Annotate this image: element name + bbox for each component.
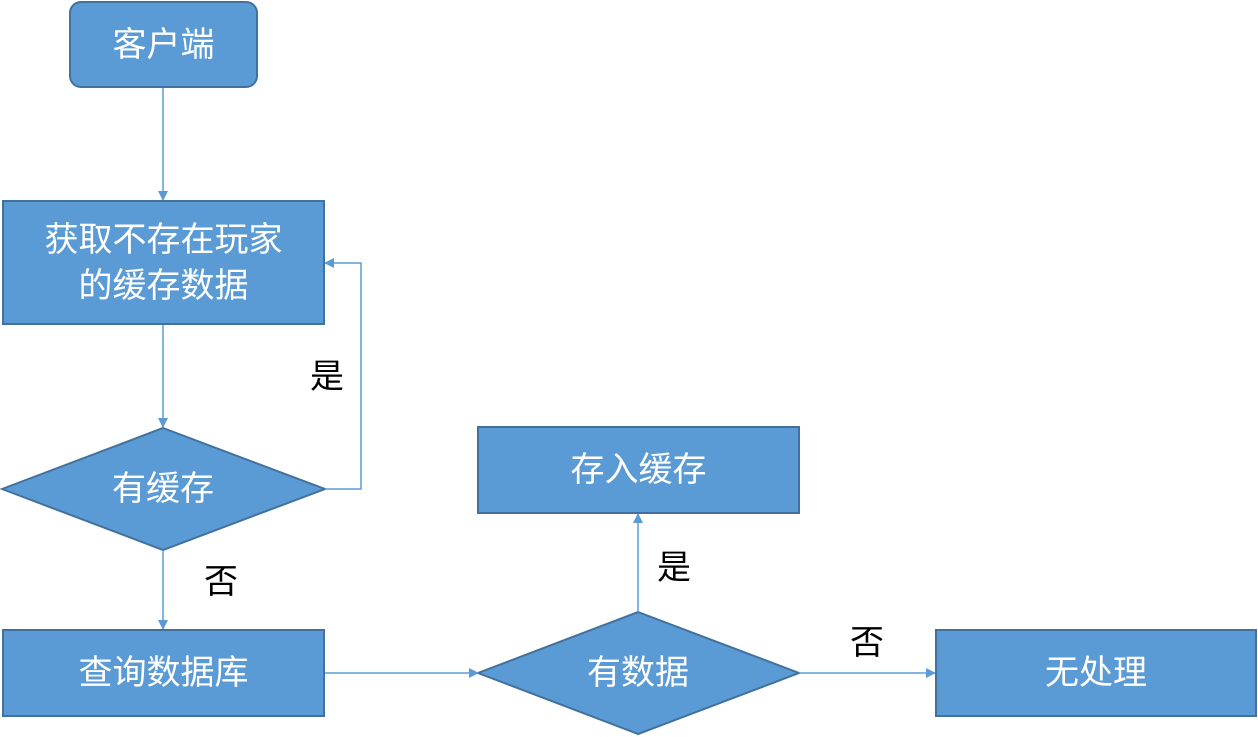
- has-data-diamond[interactable]: [475, 610, 802, 736]
- has-cache-label-box: 有缓存: [63, 466, 263, 512]
- get-cache-label: 获取不存在玩家的缓存数据: [44, 219, 283, 306]
- edge-label-data-no: 否: [850, 623, 884, 663]
- save-cache-node[interactable]: 存入缓存: [477, 426, 800, 514]
- client-label: 客户端: [112, 24, 215, 65]
- has-data-label-box: 有数据: [538, 650, 738, 696]
- save-cache-label: 存入缓存: [570, 450, 707, 490]
- has-cache-label: 有缓存: [112, 469, 214, 509]
- edge-label-data-yes: 是: [657, 548, 691, 588]
- has-data-label: 有数据: [587, 653, 689, 693]
- get-cache-node[interactable]: 获取不存在玩家的缓存数据: [2, 200, 325, 325]
- no-action-label: 无处理: [1045, 653, 1147, 693]
- no-action-node[interactable]: 无处理: [935, 629, 1257, 717]
- edge-label-cache-yes: 是: [310, 357, 344, 397]
- connector-has-cache-yes-loop: [324, 258, 362, 490]
- query-db-node[interactable]: 查询数据库: [2, 629, 325, 717]
- query-db-label: 查询数据库: [78, 653, 249, 693]
- edge-label-cache-no: 否: [204, 562, 238, 602]
- client-node[interactable]: 客户端: [69, 1, 258, 88]
